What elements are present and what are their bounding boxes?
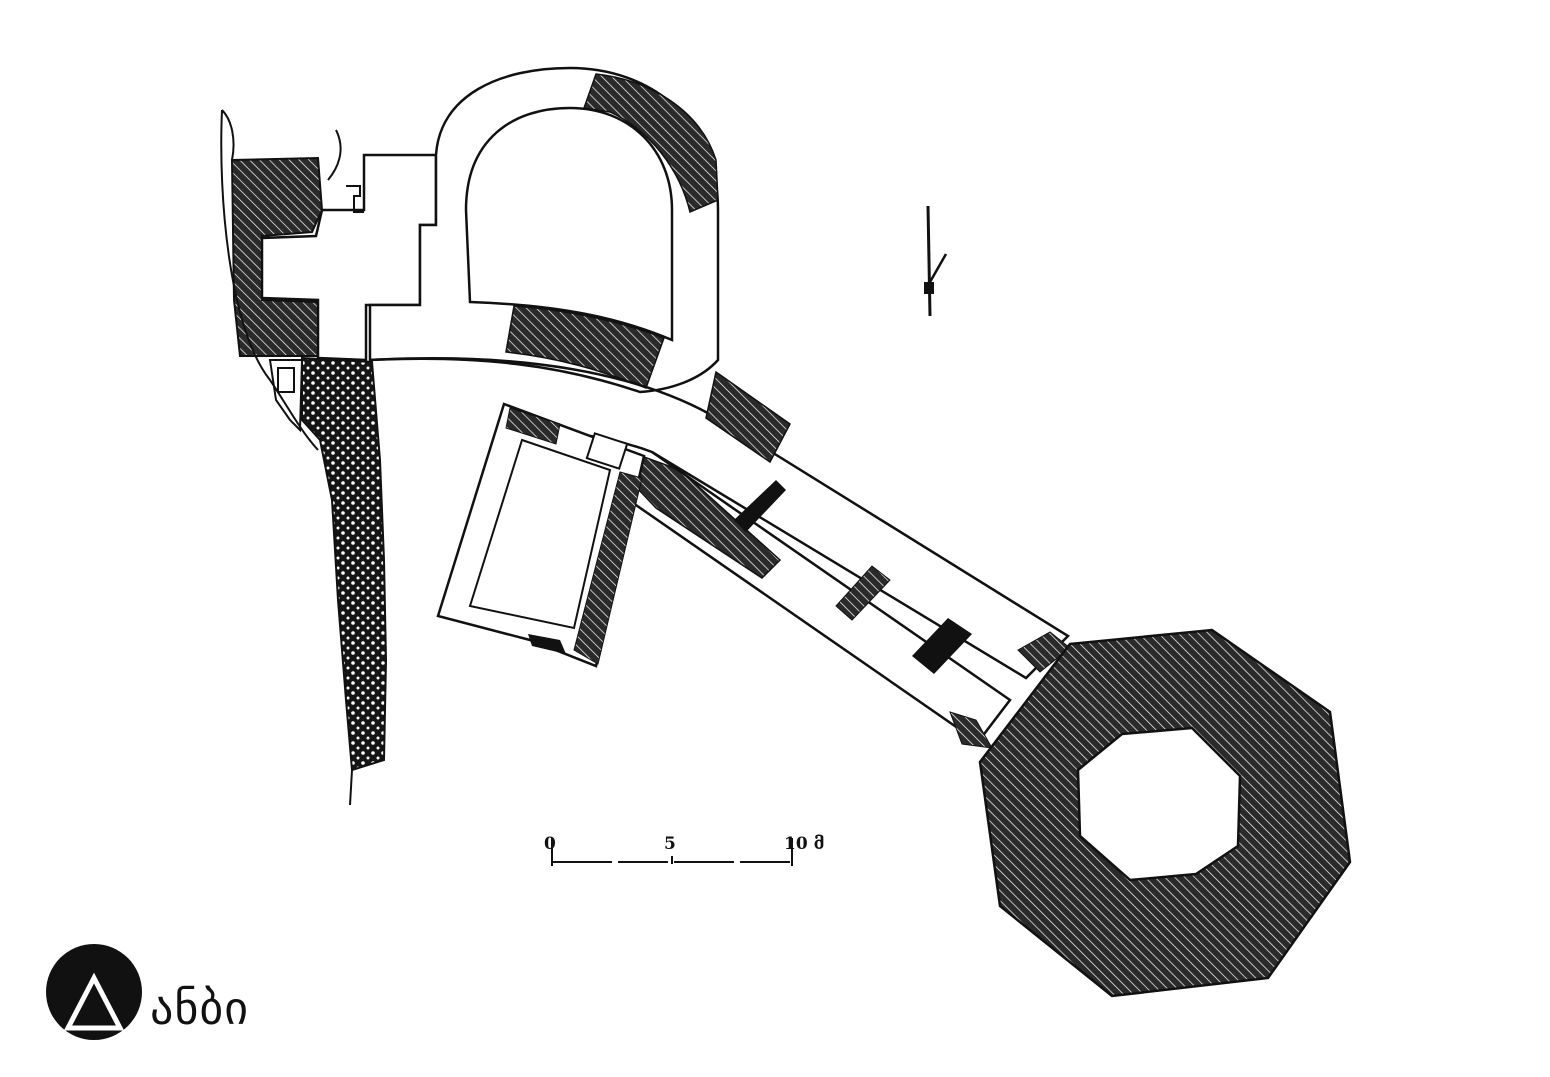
octagonal-tower <box>978 628 1352 998</box>
logo-wordmark: ანბი <box>150 981 250 1035</box>
rubble-wall <box>220 109 388 806</box>
apse-structure <box>368 66 720 394</box>
logo-mark <box>46 944 142 1040</box>
scale-label-5: 5 <box>664 834 676 854</box>
scale-bar <box>551 838 793 866</box>
north-arrow <box>924 205 948 317</box>
scale-label-10: 10 მ <box>784 834 825 854</box>
rectangular-annex <box>436 402 646 668</box>
scale-label-0: 0 <box>544 834 556 854</box>
